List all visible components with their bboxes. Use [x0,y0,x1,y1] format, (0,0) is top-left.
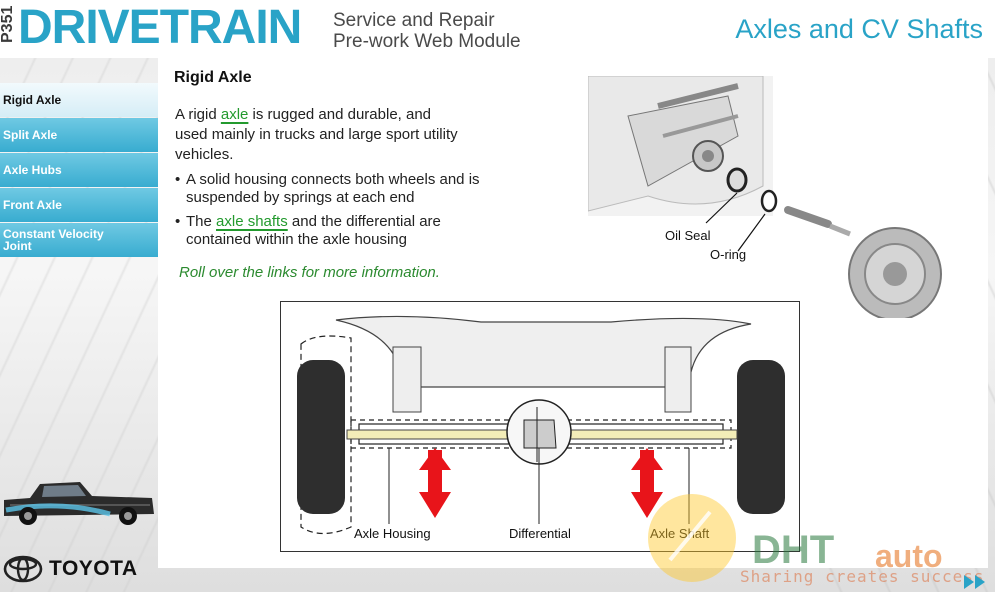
axle-shaft-label: Axle Shaft [650,526,710,541]
brand-subtitle-line2: Pre-work Web Module [333,31,521,52]
course-code: P351 [0,5,16,43]
sidebar-item-label: Rigid Axle [3,93,62,107]
watermark-tagline: Sharing creates success [740,567,985,586]
brand-subtitle: Service and Repair Pre-work Web Module [333,10,521,52]
bullet-item: • A solid housing connects both wheels a… [175,171,495,207]
intro-text-end: is rugged and durable, and used mainly i… [175,106,458,163]
bullet-text-end: and the differential are contained withi… [186,213,441,248]
sidebar-item-split-axle[interactable]: Split Axle [0,118,158,152]
sidebar-item-label: Front Axle [3,198,62,212]
hint-text: Roll over the links for more information… [179,264,440,281]
oil-seal-label: Oil Seal [665,228,711,243]
sidebar-item-label: Constant Velocity Joint [3,227,104,253]
axle-housing-label: Axle Housing [354,526,431,541]
hub-parts-drawing [587,75,942,321]
next-arrow-icon[interactable] [963,574,987,590]
bullet-text: The axle shafts and the differential are… [175,213,495,249]
axle-shafts-link[interactable]: axle shafts [216,213,288,230]
intro-paragraph: A rigid axle is rugged and durable, and … [175,105,465,165]
bullet-dot-icon: • [175,213,181,230]
sidebar-item-rigid-axle[interactable]: Rigid Axle [0,83,158,117]
page-title: Rigid Axle [174,69,252,86]
parts-illustration: Oil Seal O-ring [587,75,988,321]
sidebar-item-label: Split Axle [3,128,58,142]
bullet-item: • The axle shafts and the differential a… [175,213,495,249]
rigid-axle-diagram: Axle Housing Differential Axle Shaft [280,301,800,552]
sidebar-nav: Rigid Axle Split Axle Axle Hubs Front Ax… [0,83,158,258]
axle-diagram-drawing [297,315,785,535]
toyota-emblem-icon [3,555,43,583]
content-panel: Rigid Axle A rigid axle is rugged and du… [158,58,988,568]
sidebar-item-label: Axle Hubs [3,163,62,177]
differential-label: Differential [509,526,571,541]
sidebar-item-front-axle[interactable]: Front Axle [0,188,158,222]
watermark-brand: DHT [752,528,835,572]
section-title: Axles and CV Shafts [735,14,983,44]
bullet-dot-icon: • [175,171,181,188]
toyota-logo: TOYOTA [3,553,138,585]
truck-illustration [4,482,154,525]
sidebar-item-axle-hubs[interactable]: Axle Hubs [0,153,158,187]
axle-link[interactable]: axle [220,106,249,123]
o-ring-label: O-ring [710,247,747,262]
intro-text-start: A rigid [175,106,221,123]
header: P351 DRIVETRAIN Service and Repair Pre-w… [0,0,995,58]
bullet-text-start: The [186,213,217,230]
sidebar-item-constant-velocity-joint[interactable]: Constant Velocity Joint [0,223,158,257]
brand-subtitle-line1: Service and Repair [333,10,495,31]
watermark-brand-suffix: auto [875,538,943,574]
brand-title: DRIVETRAIN [18,1,302,54]
toyota-wordmark: TOYOTA [49,557,138,580]
bullet-text: A solid housing connects both wheels and… [186,171,480,206]
